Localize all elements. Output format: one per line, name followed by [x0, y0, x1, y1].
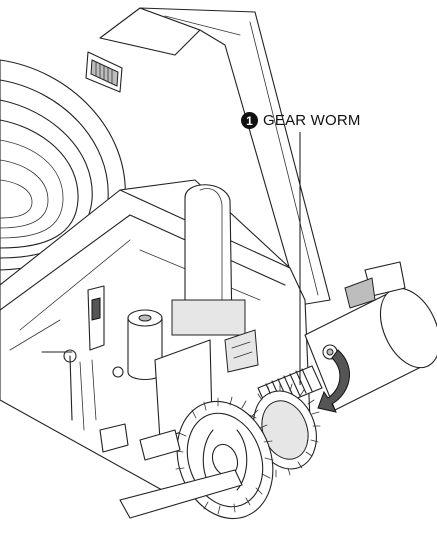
rotation-arrow	[317, 349, 350, 413]
slide-bar	[99, 423, 243, 519]
tension-arm-assembly	[41, 285, 124, 431]
motor	[304, 261, 437, 411]
callout-number-marker: 1	[241, 112, 258, 129]
ribbon-loop	[171, 184, 246, 336]
gear-worm-callout: 1 GEAR WORM	[241, 112, 361, 129]
connector-block	[85, 51, 123, 93]
callout-label: GEAR WORM	[263, 112, 361, 129]
pinch-roller	[127, 309, 163, 381]
